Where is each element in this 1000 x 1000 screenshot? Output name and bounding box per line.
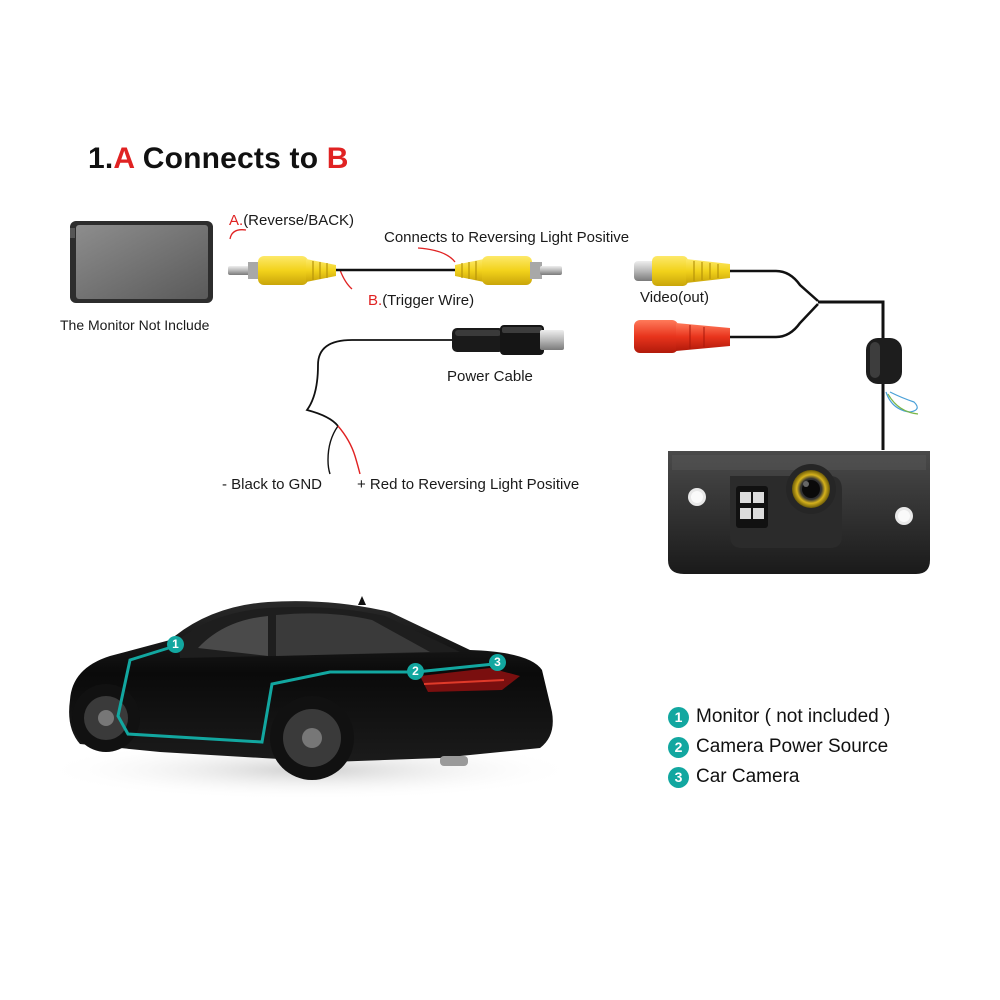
car-marker-3: 3 [489, 654, 506, 671]
dc-plug-power [452, 325, 564, 355]
rca-plug-left [228, 256, 336, 285]
red-positive-wire [337, 425, 361, 475]
car-marker-2: 2 [407, 663, 424, 680]
dc-power-red-connector [634, 320, 730, 353]
pointer-a [229, 229, 247, 240]
rca-plug-middle [455, 256, 562, 285]
legend-item-car-camera: 3 Car Camera [668, 766, 799, 788]
power-in-wire [730, 303, 819, 339]
cable-route-line [116, 644, 495, 744]
label-power-cable: Power Cable [447, 368, 533, 385]
video-wire [730, 269, 819, 302]
legend-number-1: 1 [668, 706, 689, 728]
trigger-lead-green [887, 393, 919, 415]
legend-text-2: Camera Power Source [696, 736, 889, 757]
label-video-out: Video(out) [640, 289, 709, 306]
black-gnd-wire [327, 425, 339, 475]
label-black-gnd: - Black to GND [222, 476, 323, 493]
monitor-image [70, 221, 213, 303]
legend-number-3: 3 [668, 766, 689, 788]
pointer-connects [417, 247, 456, 263]
pointer-b [339, 269, 353, 290]
monitor-caption: The Monitor Not Include [60, 317, 210, 333]
legend-item-monitor: 1 Monitor ( not included ) [668, 706, 890, 728]
legend-item-power-source: 2 Camera Power Source [668, 736, 888, 758]
diagram-title: 1.A Connects to B [88, 142, 349, 175]
rca-video-out-connector [634, 256, 730, 286]
car-marker-1: 1 [167, 636, 184, 653]
legend-text-3: Car Camera [696, 766, 800, 787]
inline-filter [866, 338, 902, 384]
main-camera-wire [818, 300, 885, 338]
label-a-reverse: A.(Reverse/BACK) [229, 212, 355, 229]
legend-number-2: 2 [668, 736, 689, 758]
camera-image [668, 451, 930, 574]
label-b-trigger: B.(Trigger Wire) [368, 292, 475, 309]
trigger-lead-blue [885, 391, 918, 413]
car-image [40, 596, 580, 800]
power-wire [305, 339, 452, 427]
label-connects-reversing: Connects to Reversing Light Positive [384, 229, 630, 246]
label-red-positive: + Red to Reversing Light Positive [357, 476, 580, 493]
legend-text-1: Monitor ( not included ) [696, 706, 891, 727]
